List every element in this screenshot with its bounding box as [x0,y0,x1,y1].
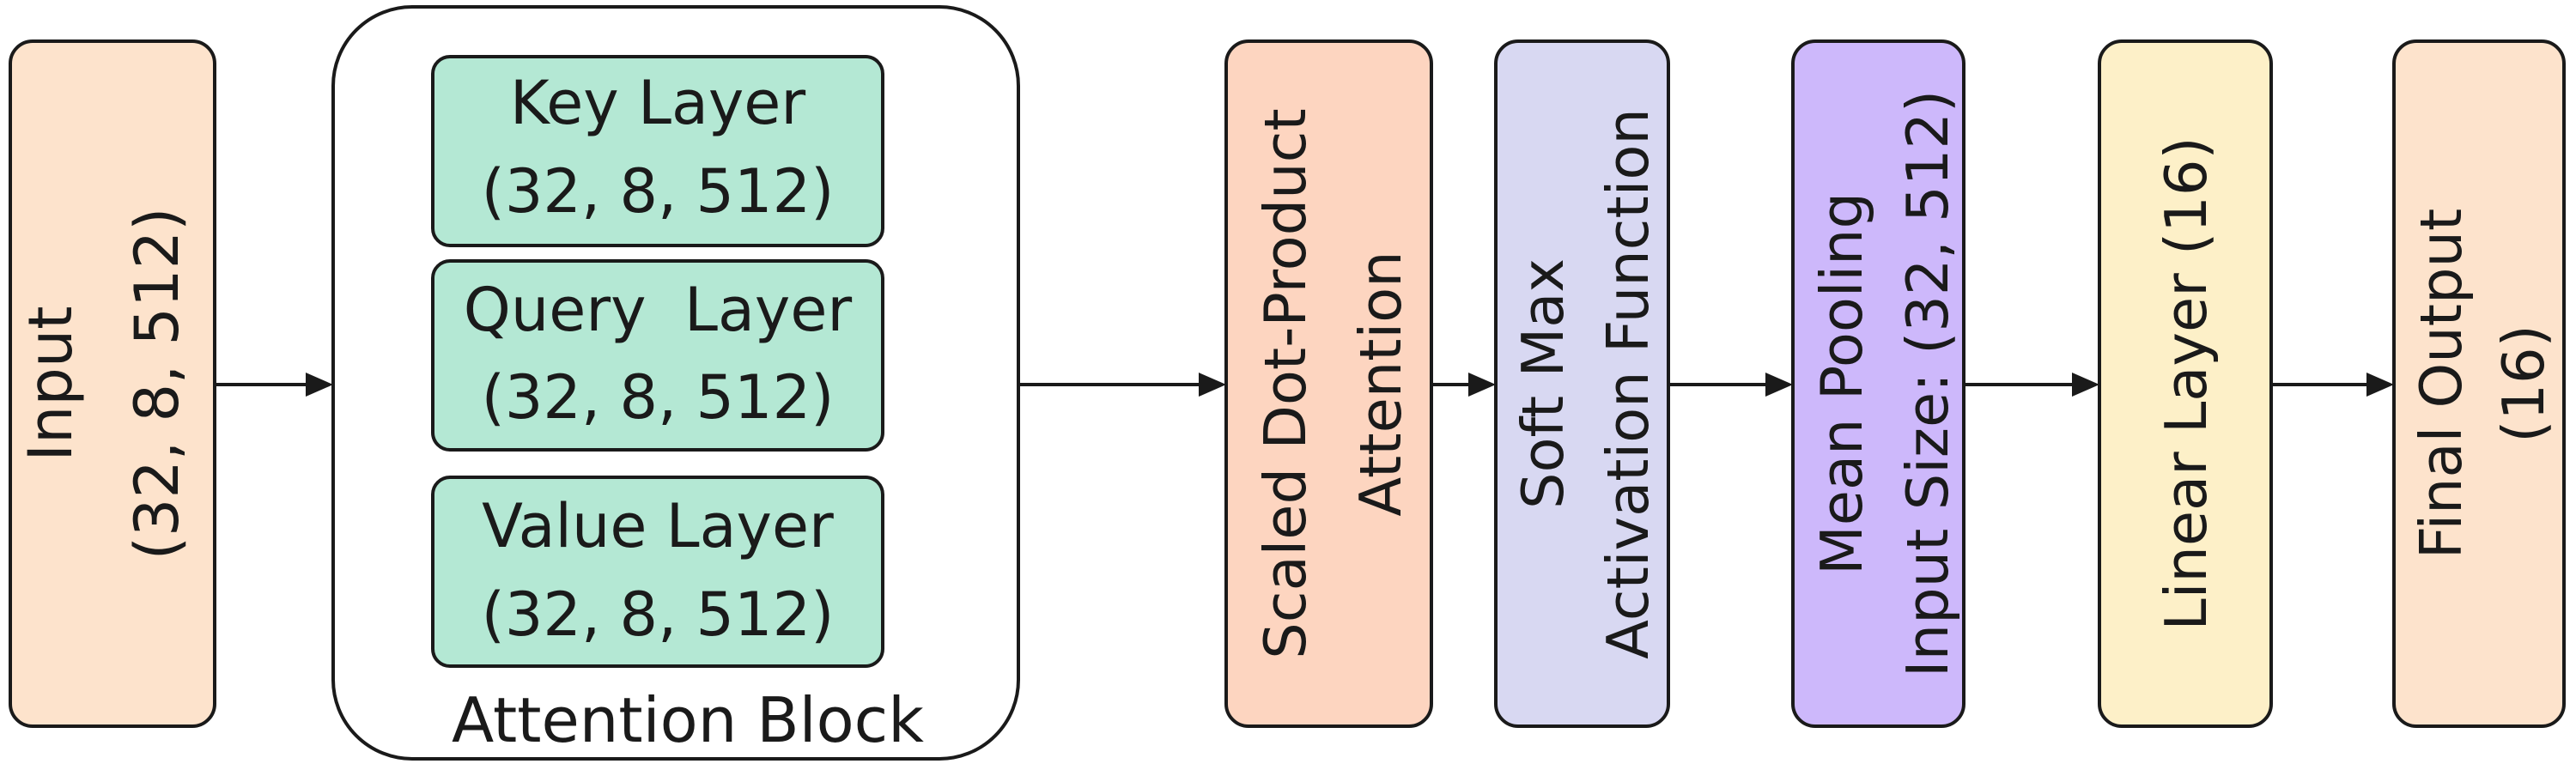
key-layer-shape: (32, 8, 512) [482,156,835,227]
node-input: Input (32, 8, 512) [9,39,216,728]
query-layer-box [431,259,884,452]
output-box [2392,39,2566,728]
arrowhead-icon [306,373,333,397]
key-layer-box [431,55,884,247]
node-linear: Linear Layer (16) [2098,39,2273,728]
value-layer-label: Value Layer [482,491,834,561]
value-layer-box [431,476,884,668]
input-label: Input [15,306,86,461]
arrowhead-icon [2366,373,2394,397]
softmax-label: Soft Max [1510,258,1577,509]
softmax-box [1494,39,1670,728]
softmax-label-2: Activation Function [1595,108,1662,659]
linear-layer-label: Linear Layer (16) [2153,136,2220,630]
arrowhead-icon [2072,373,2099,397]
value-layer: Value Layer (32, 8, 512) [431,476,884,668]
attention-block: Attention Block Key Layer (32, 8, 512) Q… [331,5,1020,761]
scaled-dot-product-label-2: Attention [1347,251,1414,516]
node-output: Final Output (16) [2392,39,2566,728]
node-softmax: Soft Max Activation Function [1494,39,1670,728]
key-layer: Key Layer (32, 8, 512) [431,55,884,247]
mean-pooling-input-size: Input Size: (32, 512) [1894,90,1961,677]
node-mean-pooling: Mean Pooling Input Size: (32, 512) [1791,39,1965,728]
arrowhead-icon [1199,373,1226,397]
arrowhead-icon [1468,373,1496,397]
key-layer-label: Key Layer [510,68,806,138]
scaled-dot-product-label: Scaled Dot-Product [1252,108,1319,659]
node-scaled-dot-product: Scaled Dot-Product Attention [1224,39,1433,728]
arrowhead-icon [1765,373,1793,397]
scaled-dot-product-box [1224,39,1433,728]
linear-layer-box [2098,39,2273,728]
mean-pooling-label: Mean Pooling [1808,192,1875,575]
query-layer: Query Layer (32, 8, 512) [431,259,884,452]
mean-pooling-box [1791,39,1965,728]
input-shape: (32, 8, 512) [122,208,192,561]
input-box [9,39,216,728]
output-shape: (16) [2490,324,2557,443]
output-label: Final Output [2408,209,2475,559]
attention-block-label: Attention Block [452,684,924,756]
value-layer-shape: (32, 8, 512) [482,579,835,650]
query-layer-label: Query Layer [464,275,853,345]
query-layer-shape: (32, 8, 512) [482,362,835,433]
